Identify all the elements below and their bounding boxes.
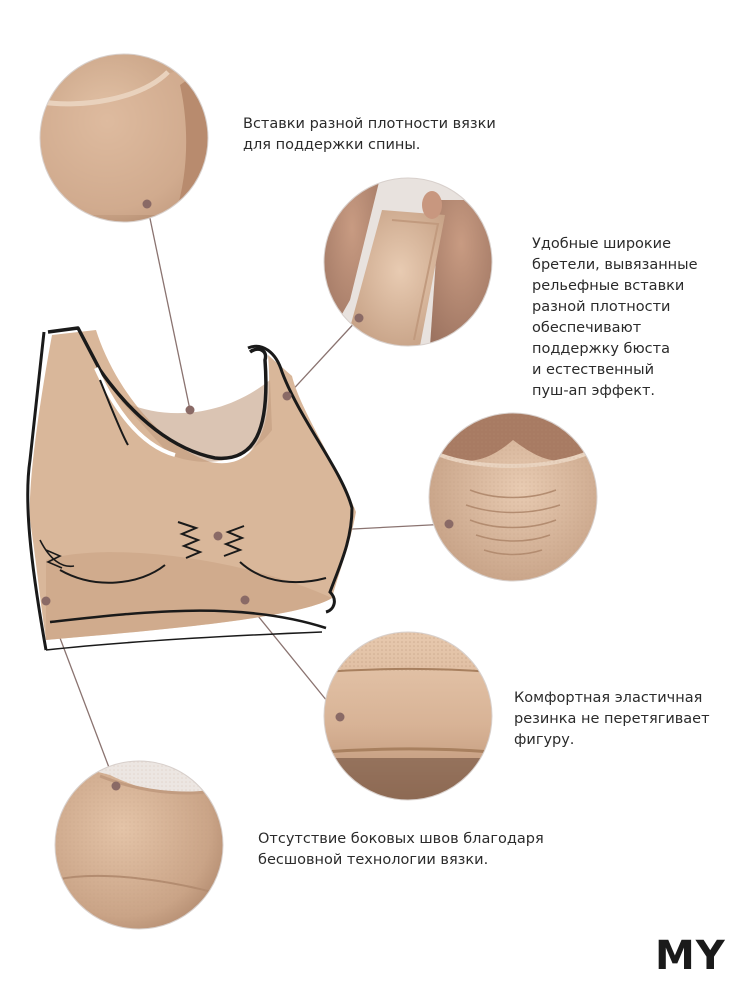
detail-photo-seamless-side: [54, 760, 224, 930]
caption-seamless-sides: Отсутствие боковых швов благодаря бесшов…: [258, 831, 544, 868]
brand-logo: MY: [655, 933, 726, 979]
detail-photo-center-gather: [428, 412, 598, 582]
detail-photo-strap: [323, 177, 493, 347]
detail-photo-elastic-band: [323, 631, 493, 801]
caption-back-support: Вставки разной плотности вязки для подде…: [243, 116, 496, 153]
bra-illustration: [26, 326, 357, 651]
caption-wide-straps: Удобные широкие бретели, вывязанные рель…: [532, 236, 698, 399]
caption-elastic-band: Комфортная эластичная резинка не перетяг…: [514, 690, 710, 748]
callout-dots: [41, 391, 292, 606]
detail-photo-back-insert: [39, 53, 209, 223]
